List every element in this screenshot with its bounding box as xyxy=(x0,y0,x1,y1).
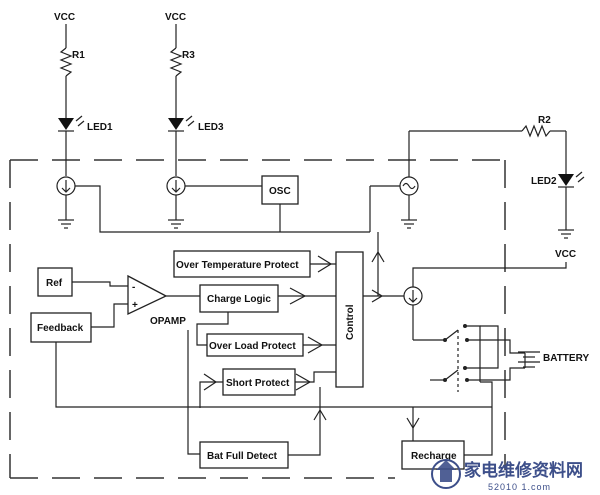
opamp-plus: + xyxy=(132,300,138,311)
watermark-title: 家电维修资料网 xyxy=(464,460,583,481)
opamp-label: OPAMP xyxy=(150,316,186,327)
led3-label: LED3 xyxy=(198,122,224,133)
r2-label: R2 xyxy=(538,115,551,126)
short-protect-label: Short Protect xyxy=(226,378,290,389)
battery-label: BATTERY xyxy=(543,353,589,364)
ground-icon xyxy=(401,219,417,229)
feedback-label: Feedback xyxy=(37,323,84,334)
recharge-label: Recharge xyxy=(411,451,457,462)
over-load-label: Over Load Protect xyxy=(209,341,296,352)
opamp-minus: - xyxy=(132,282,135,293)
over-temp-block xyxy=(173,250,311,278)
feedback-block xyxy=(30,312,92,343)
ground-icon xyxy=(168,219,184,229)
resistor-r3 xyxy=(169,47,183,77)
opamp-triangle xyxy=(127,274,168,316)
over-temp-label: Over Temperature Protect xyxy=(176,260,299,271)
control-block xyxy=(335,251,364,388)
led3-icon xyxy=(168,115,195,132)
ref-label: Ref xyxy=(46,278,63,289)
ic-boundary xyxy=(9,159,510,479)
vcc-label-2: VCC xyxy=(165,12,186,23)
branch-led1: VCC R1 LED1 xyxy=(54,12,113,229)
vcc-label-3: VCC xyxy=(555,249,576,260)
switch-network xyxy=(413,324,525,408)
osc-label: OSC xyxy=(269,186,291,197)
control-label: Control xyxy=(345,304,356,340)
charge-logic-label: Charge Logic xyxy=(207,294,271,305)
watermark-url: 52010 1.com xyxy=(488,482,551,492)
bat-full-label: Bat Full Detect xyxy=(207,451,278,462)
resistor-r1 xyxy=(59,47,73,77)
ground-icon xyxy=(58,219,74,229)
battery-icon xyxy=(518,351,540,368)
vcc-label-1: VCC xyxy=(54,12,75,23)
ref-block xyxy=(37,267,73,297)
osc-block xyxy=(261,175,299,205)
watermark: 家电维修资料网 52010 1.com xyxy=(431,459,583,492)
led1-icon xyxy=(58,115,85,132)
branch-led3: VCC R3 LED3 xyxy=(165,12,262,229)
led2-icon xyxy=(558,171,585,188)
r3-label: R3 xyxy=(182,50,195,61)
led1-label: LED1 xyxy=(87,122,113,133)
ground-icon xyxy=(558,229,574,239)
charge-logic-block xyxy=(199,284,279,313)
r1-label: R1 xyxy=(72,50,85,61)
led2-label: LED2 xyxy=(531,176,557,187)
resistor-r2 xyxy=(521,124,551,138)
